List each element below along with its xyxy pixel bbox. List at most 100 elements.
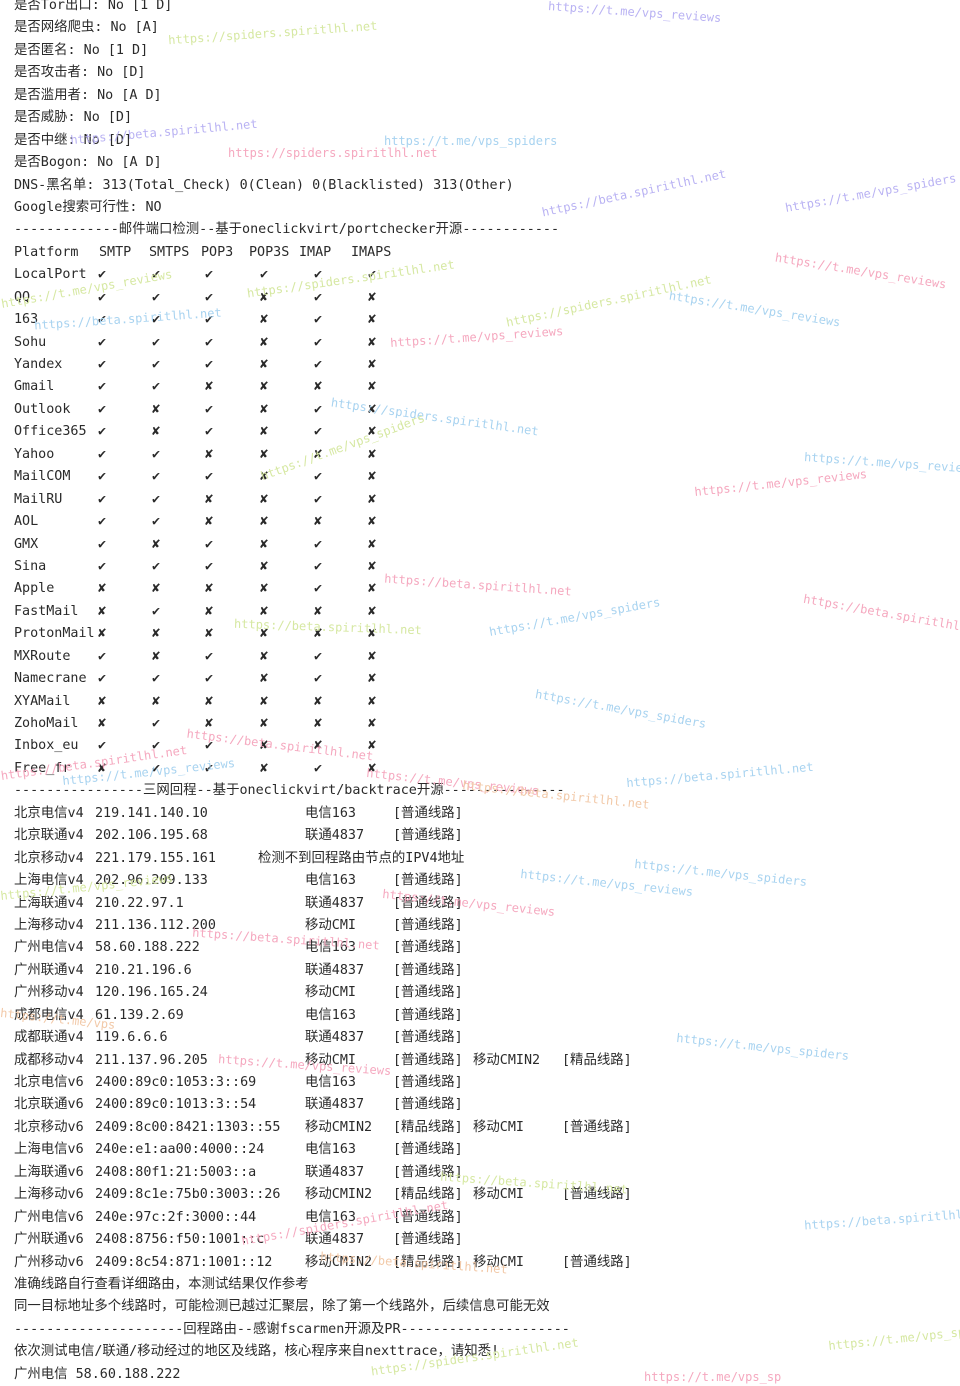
route-location: 广州移动v4 <box>14 985 84 1001</box>
port-closed-icon: ✘ <box>152 581 161 597</box>
route-ip: 240e:e1:aa00:4000::24 <box>95 1142 265 1158</box>
route-carrier: 电信163 <box>305 1209 356 1225</box>
port-open-icon: ✔ <box>314 760 323 776</box>
mail-platform: Office365 <box>14 424 87 440</box>
mail-row: MXRoute✔✘✔✘✔✘ <box>14 646 960 668</box>
route-carrier-2: 移动CMI <box>473 1187 524 1203</box>
port-closed-icon: ✘ <box>260 581 269 597</box>
port-closed-icon: ✘ <box>260 424 269 440</box>
mail-platform: Free_fr <box>14 760 71 776</box>
mail-row: Gmail✔✔✘✘✘✘ <box>14 376 960 398</box>
port-open-icon: ✔ <box>152 357 161 372</box>
port-closed-icon: ✘ <box>368 424 377 440</box>
route-ip: 210.21.196.6 <box>95 962 192 978</box>
route-carrier: 电信163 <box>305 873 356 889</box>
port-closed-icon: ✘ <box>260 738 269 754</box>
mail-platform: LocalPort <box>14 267 87 283</box>
route-ip: 219.141.140.10 <box>95 805 208 821</box>
port-open-icon: ✔ <box>205 648 214 664</box>
port-open-icon: ✔ <box>314 536 323 552</box>
port-closed-icon: ✘ <box>368 671 377 687</box>
route-location: 北京移动v6 <box>14 1119 84 1135</box>
route-location: 北京电信v6 <box>14 1075 84 1090</box>
port-open-icon: ✔ <box>205 289 214 305</box>
route-carrier: 电信163 <box>305 1075 356 1090</box>
port-closed-icon: ✘ <box>205 693 214 709</box>
port-open-icon: ✔ <box>152 738 161 754</box>
port-closed-icon: ✘ <box>260 760 269 776</box>
port-closed-icon: ✘ <box>260 446 269 462</box>
info-line: 是否中继: No [D] <box>14 132 133 148</box>
ip-info-block: 是否Tor出口: No [1 D]是否网络爬虫: No [A]是否匿名: No … <box>14 0 960 219</box>
port-open-icon: ✔ <box>98 424 107 440</box>
mail-platform: AOL <box>14 514 39 530</box>
port-open-icon: ✔ <box>98 671 107 687</box>
port-closed-icon: ✘ <box>314 379 323 395</box>
route-carrier: 移动CMI <box>305 985 356 1001</box>
port-open-icon: ✔ <box>152 267 161 283</box>
route-location: 上海联通v4 <box>14 895 84 911</box>
route-location: 上海电信v6 <box>14 1142 84 1158</box>
port-closed-icon: ✘ <box>205 379 214 395</box>
port-closed-icon: ✘ <box>205 446 214 462</box>
mail-platform: Inbox_eu <box>14 738 79 754</box>
port-open-icon: ✔ <box>205 469 214 485</box>
trace-intro: 依次测试电信/联通/移动经过的地区及线路，核心程序来自nexttrace，请知悉… <box>14 1344 500 1360</box>
port-closed-icon: ✘ <box>152 693 161 709</box>
route-carrier: 联通4837 <box>305 895 365 911</box>
port-open-icon: ✔ <box>314 424 323 440</box>
route-location: 上海联通v6 <box>14 1164 84 1180</box>
route-carrier-2: 移动CMI <box>473 1254 524 1270</box>
port-closed-icon: ✘ <box>368 581 377 597</box>
route-ip: 2400:89c0:1013:3::54 <box>95 1097 257 1113</box>
route-location: 北京电信v4 <box>14 805 84 821</box>
mail-header-imaps: IMAPS <box>351 244 392 260</box>
port-closed-icon: ✘ <box>314 716 323 731</box>
mail-platform: GMX <box>14 536 39 552</box>
port-closed-icon: ✘ <box>260 469 269 485</box>
route-location: 上海电信v4 <box>14 873 84 889</box>
port-closed-icon: ✘ <box>98 603 107 619</box>
port-open-icon: ✔ <box>152 603 161 619</box>
mail-header-pop3: POP3 <box>201 244 234 260</box>
mail-platform: Sohu <box>14 334 47 350</box>
route-ip: 221.179.155.161 <box>95 850 216 866</box>
port-closed-icon: ✘ <box>368 514 377 530</box>
info-line: 是否匿名: No [1 D] <box>14 42 149 58</box>
port-closed-icon: ✘ <box>152 626 161 642</box>
mail-row: 163✔✔✔✘✔✘ <box>14 309 960 331</box>
port-closed-icon: ✘ <box>368 289 377 305</box>
mail-row: ProtonMail✘✘✘✘✘✘ <box>14 623 960 645</box>
info-line: 是否Tor出口: No [1 D] <box>14 0 173 13</box>
mail-row: GMX✔✘✔✘✔✘ <box>14 534 960 556</box>
route-type: [普通线路] <box>393 828 463 844</box>
route-ip: 2400:89c0:1053:3::69 <box>95 1075 257 1090</box>
mail-row: Yandex✔✔✔✘✔✘ <box>14 354 960 376</box>
route-carrier: 联通4837 <box>305 1097 365 1113</box>
port-open-icon: ✔ <box>152 469 161 485</box>
port-open-icon: ✔ <box>98 738 107 754</box>
mail-platform: FastMail <box>14 603 79 619</box>
port-open-icon: ✔ <box>205 312 214 328</box>
port-closed-icon: ✘ <box>260 401 269 417</box>
mail-row: FastMail✘✔✘✘✘✘ <box>14 601 960 623</box>
info-line: DNS-黑名单: 313(Total_Check) 0(Clean) 0(Bla… <box>14 177 514 193</box>
route-type: [普通线路] <box>393 895 463 911</box>
port-closed-icon: ✘ <box>368 357 377 372</box>
route-carrier: 电信163 <box>305 1142 356 1158</box>
route-location: 成都移动v4 <box>14 1052 84 1068</box>
port-open-icon: ✔ <box>314 289 323 305</box>
mail-row: Sina✔✔✔✘✔✘ <box>14 556 960 578</box>
port-open-icon: ✔ <box>260 267 269 283</box>
route-ip: 2409:8c54:871:1001::12 <box>95 1254 273 1270</box>
route-type-2: [普通线路] <box>562 1187 632 1203</box>
route-carrier: 联通4837 <box>305 1030 365 1046</box>
mail-platform: Outlook <box>14 401 71 417</box>
mail-row: Apple✘✘✘✘✔✘ <box>14 578 960 600</box>
